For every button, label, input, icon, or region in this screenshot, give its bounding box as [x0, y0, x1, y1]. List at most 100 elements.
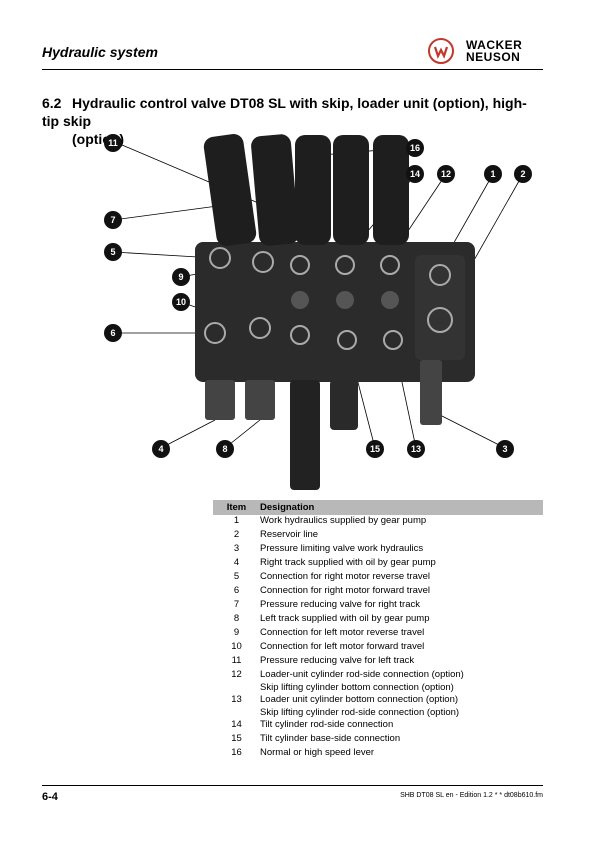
table-row: 15 Tilt cylinder base-side connection [213, 733, 543, 747]
callout-1: 1 [484, 165, 502, 183]
item-number: 4 [233, 557, 240, 568]
table-row: 14 Tilt cylinder rod-side connection [213, 719, 543, 733]
item-designation: Tilt cylinder base-side connection [260, 733, 543, 747]
item-designation: Right track supplied with oil by gear pu… [260, 557, 543, 571]
table-row: 5 Connection for right motor reverse trav… [213, 571, 543, 585]
callout-4: 4 [152, 440, 170, 458]
item-number: 6 [233, 585, 240, 596]
item-number: 9 [233, 627, 240, 638]
header-designation: Designation [260, 500, 543, 515]
designation-line-2: Skip lifting cylinder rod-side connectio… [260, 706, 460, 718]
designation-line: Connection for right motor forward trave… [260, 585, 431, 596]
item-number: 3 [233, 543, 240, 554]
designation-line: Loader-unit cylinder rod-side connection… [260, 669, 464, 680]
document-id: SHB DT08 SL en - Edition 1.2 * * dt08b61… [400, 792, 543, 799]
table-row: 11 Pressure reducing valve for left track [213, 655, 543, 669]
section-number: 6.2 [42, 95, 62, 111]
item-designation: Connection for left motor reverse travel [260, 627, 543, 641]
footer-rule [42, 785, 543, 786]
item-designation: Normal or high speed lever [260, 747, 543, 761]
item-number: 15 [231, 733, 242, 744]
callout-12: 12 [437, 165, 455, 183]
table-header-row: Item Designation [213, 500, 543, 515]
item-number: 16 [231, 747, 242, 758]
callout-6: 6 [104, 324, 122, 342]
item-number: 11 [231, 655, 242, 666]
designation-line: Pressure reducing valve for right track [260, 599, 420, 610]
item-designation: Reservoir line [260, 529, 543, 543]
callout-8: 8 [216, 440, 234, 458]
control-valve-figure [112, 134, 524, 490]
callout-13: 13 [407, 440, 425, 458]
table-row: 7 Pressure reducing valve for right track [213, 599, 543, 613]
callout-14: 14 [406, 165, 424, 183]
item-number: 14 [231, 719, 242, 730]
table-row: 6 Connection for right motor forward trav… [213, 585, 543, 599]
header-item: Item [213, 500, 260, 515]
callout-7: 7 [104, 211, 122, 229]
designation-line: Pressure reducing valve for left track [260, 655, 415, 666]
item-designation: Pressure reducing valve for left track [260, 655, 543, 669]
callout-5: 5 [104, 243, 122, 261]
designation-line: Right track supplied with oil by gear pu… [260, 557, 436, 568]
callout-10: 10 [172, 293, 190, 311]
table-row: 13 Loader unit cylinder bottom connection… [213, 694, 543, 719]
item-number: 5 [233, 571, 240, 582]
item-number: 1 [233, 515, 240, 526]
table-row: 1 Work hydraulics supplied by gear pump [213, 515, 543, 529]
table-row: 12 Loader-unit cylinder rod-side connecti… [213, 669, 543, 694]
item-number: 7 [233, 599, 240, 610]
item-number: 8 [233, 613, 240, 624]
item-designation: Left track supplied with oil by gear pum… [260, 613, 543, 627]
designation-line-2: Skip lifting cylinder bottom connection … [260, 681, 454, 693]
item-designation: Connection for left motor forward travel [260, 641, 543, 655]
logo-text-line1: WACKER [466, 38, 523, 52]
table-row: 9 Connection for left motor reverse trave… [213, 627, 543, 641]
designation-line: Connection for right motor reverse trave… [260, 571, 431, 582]
designation-line: Tilt cylinder rod-side connection [260, 719, 394, 730]
section-title-line1: Hydraulic control valve DT08 SL with ski… [42, 95, 527, 129]
designation-line: Normal or high speed lever [260, 747, 375, 758]
table-row: 8 Left track supplied with oil by gear pu… [213, 613, 543, 627]
item-number: 12 [231, 669, 242, 680]
item-designation: Connection for right motor reverse trave… [260, 571, 543, 585]
item-number: 10 [231, 641, 242, 652]
table-row: 3 Pressure limiting valve work hydraulics [213, 543, 543, 557]
table-row: 4 Right track supplied with oil by gear p… [213, 557, 543, 571]
item-number: 13 [231, 694, 242, 705]
designation-line: Pressure limiting valve work hydraulics [260, 543, 424, 554]
callout-3: 3 [496, 440, 514, 458]
item-designation: Pressure limiting valve work hydraulics [260, 543, 543, 557]
items-table: Item Designation 1 Work hydraulics suppli… [213, 500, 543, 761]
callout-16: 16 [406, 139, 424, 157]
header-title: Hydraulic system [42, 44, 158, 60]
wacker-neuson-logo: WACKER NEUSON [428, 38, 543, 66]
header-rule [42, 69, 543, 70]
logo-text-line2: NEUSON [466, 50, 521, 64]
designation-line: Work hydraulics supplied by gear pump [260, 515, 427, 526]
table-row: 2 Reservoir line [213, 529, 543, 543]
callout-15: 15 [366, 440, 384, 458]
item-designation: Connection for right motor forward trave… [260, 585, 543, 599]
callout-11: 11 [104, 134, 122, 152]
designation-line: Reservoir line [260, 529, 319, 540]
designation-line: Tilt cylinder base-side connection [260, 733, 401, 744]
designation-line: Connection for left motor forward travel [260, 641, 425, 652]
table-row: 10 Connection for left motor forward trav… [213, 641, 543, 655]
valve-body [195, 134, 475, 490]
logo-w-icon [428, 38, 454, 64]
page-number: 6-4 [42, 791, 58, 803]
callout-9: 9 [172, 268, 190, 286]
item-designation: Loader-unit cylinder rod-side connection… [260, 669, 543, 694]
designation-line: Left track supplied with oil by gear pum… [260, 613, 430, 624]
logo-text: WACKER NEUSON [466, 39, 522, 63]
item-designation: Pressure reducing valve for right track [260, 599, 543, 613]
designation-line: Connection for left motor reverse travel [260, 627, 425, 638]
item-designation: Loader unit cylinder bottom connection (… [260, 694, 543, 719]
designation-line: Loader unit cylinder bottom connection (… [260, 694, 459, 705]
item-designation: Work hydraulics supplied by gear pump [260, 515, 543, 529]
item-designation: Tilt cylinder rod-side connection [260, 719, 543, 733]
callout-2: 2 [514, 165, 532, 183]
item-number: 2 [233, 529, 240, 540]
